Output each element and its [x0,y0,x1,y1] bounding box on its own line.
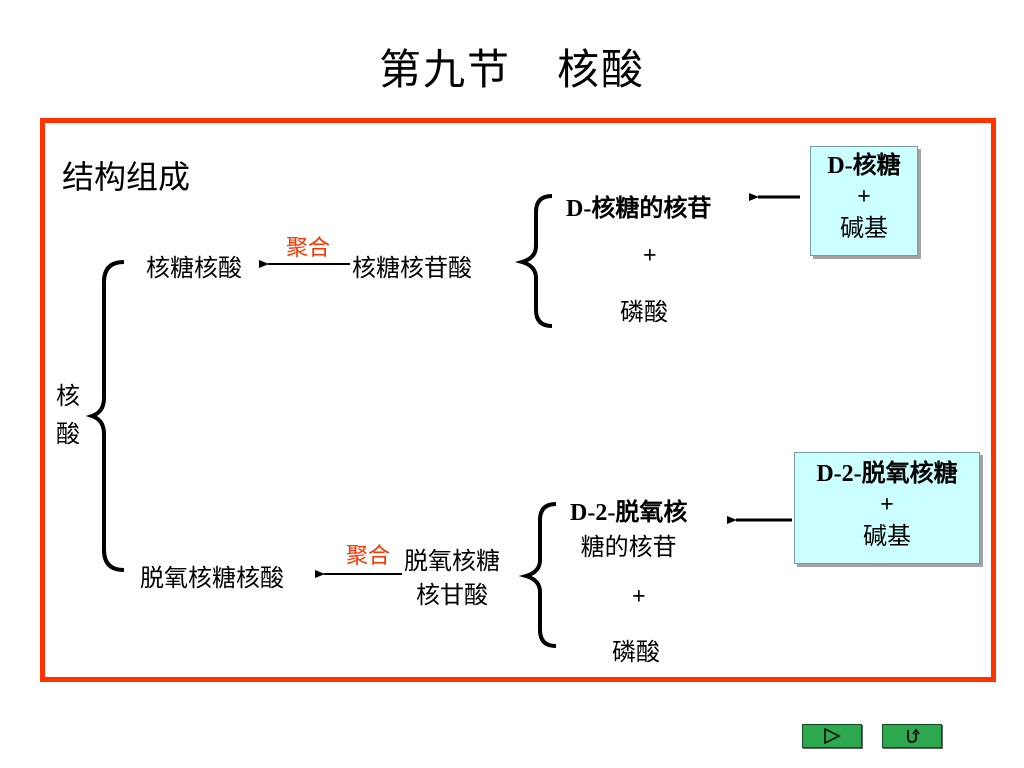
rna-product: 核糖核酸 [146,254,242,282]
root-brace [85,260,125,572]
dna-box-plus: + [880,492,894,518]
rna-nucleoside-text: D-核糖的核苷 [566,196,712,222]
dna-brace [518,502,557,648]
rna-reaction-label: 聚合 [286,236,331,261]
dna-monomer-line1: 脱氧核糖 [404,547,500,575]
rna-nucleoside: D-核糖的核苷 [566,188,711,223]
rna-source-box: D-核糖 + 碱基 [810,146,918,256]
section-heading: 结构组成 [62,158,191,196]
dna-monomer-line2: 核甘酸 [416,581,488,609]
next-button[interactable] [802,724,862,748]
dna-base: 碱基 [863,522,911,550]
root-label-line1: 核 [56,382,80,410]
rna-sugar: D-核糖 [827,153,901,179]
rna-phosphate: 磷酸 [620,298,668,326]
dna-reaction-label: 聚合 [346,544,391,569]
dna-product: 脱氧核糖核酸 [140,564,284,592]
rna-box-plus: + [857,184,871,210]
return-arrow-icon [907,728,920,743]
return-button[interactable] [882,724,942,748]
root-label-line2: 酸 [56,420,80,448]
dna-nucleoside: D-2-脱氧核 糖的核苷 [570,496,687,564]
dna-source-box: D-2-脱氧核糖 + 碱基 [794,452,980,564]
rna-base: 碱基 [840,214,888,242]
dna-plus: + [632,584,646,610]
diagram-frame [40,118,996,682]
rna-plus: + [643,243,657,269]
dna-nucleoside-line2: 糖的核苷 [580,533,677,561]
play-triangle-icon [824,728,841,744]
rna-monomer: 核糖核苷酸 [352,254,472,282]
dna-sugar: D-2-脱氧核糖 [816,461,958,487]
dna-phosphate: 磷酸 [612,638,660,666]
dna-monomer: 脱氧核糖 核甘酸 [404,544,500,612]
rna-brace [514,194,553,328]
dna-nucleoside-line1: D-2-脱氧核 [570,500,688,526]
page-title: 第九节 核酸 [378,45,646,94]
